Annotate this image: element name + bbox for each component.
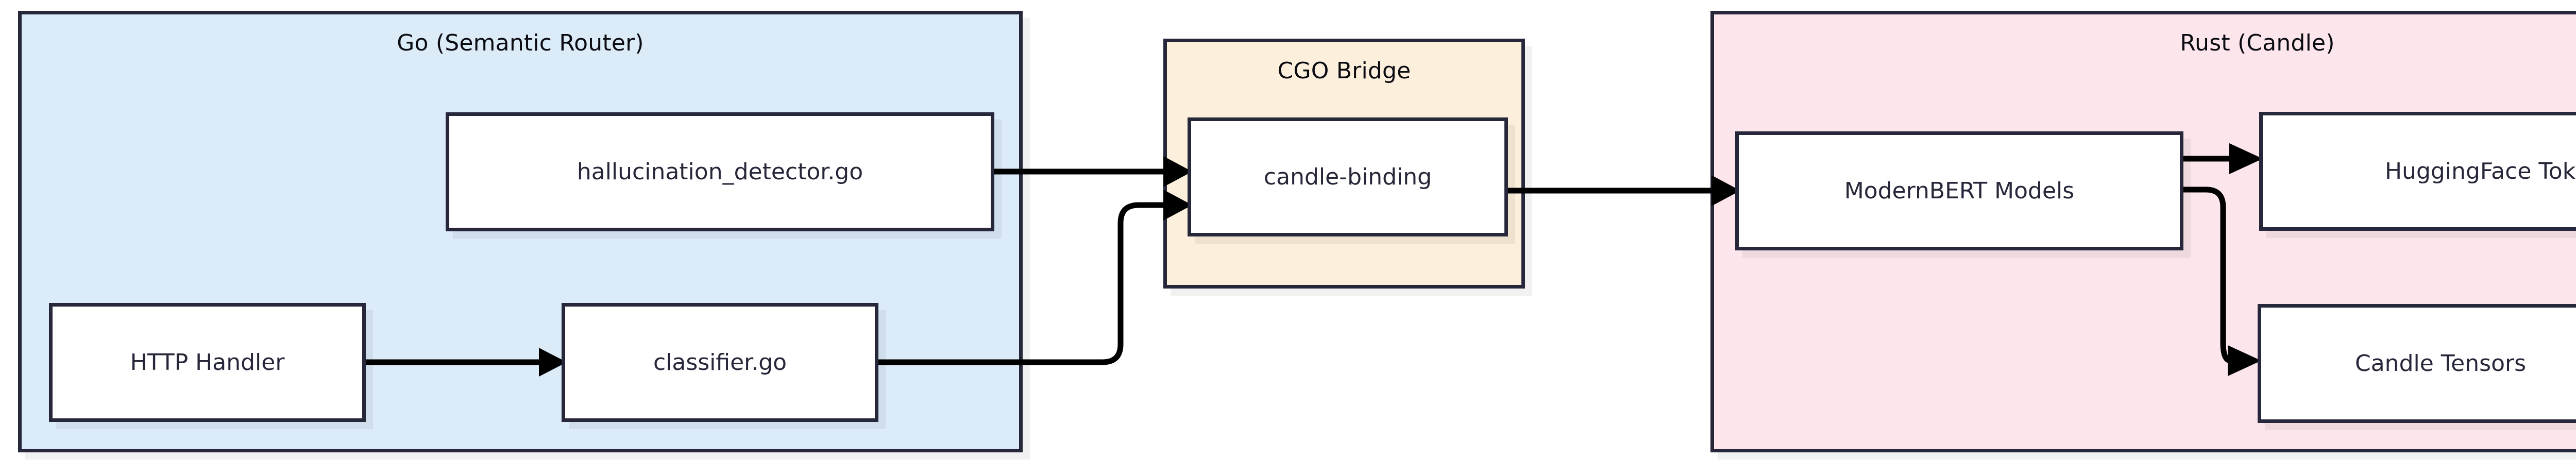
node-label-classifier-go: classifier.go	[653, 349, 787, 376]
node-label-hallucination-detector-go: hallucination_detector.go	[577, 159, 863, 185]
node-huggingface-tokenizers[interactable]: HuggingFace Tokenizers	[2259, 112, 2576, 231]
edge-halluc-to-candlebind	[994, 156, 1192, 187]
node-label-huggingface-tokenizers: HuggingFace Tokenizers	[2385, 158, 2576, 184]
edge-candlebind-to-modernbert	[1508, 175, 1740, 206]
node-modernbert-models[interactable]: ModernBERT Models	[1735, 131, 2183, 250]
node-label-candle-binding: candle-binding	[1263, 164, 1432, 190]
cluster-label-rust: Rust (Candle)	[2180, 30, 2335, 56]
cluster-label-go: Go (Semantic Router)	[397, 30, 644, 56]
cluster-label-cgo: CGO Bridge	[1277, 58, 1411, 84]
node-candle-binding[interactable]: candle-binding	[1188, 117, 1508, 236]
node-label-candle-tensors: Candle Tensors	[2355, 350, 2526, 377]
node-label-modernbert-models: ModernBERT Models	[1844, 178, 2075, 204]
node-classifier-go[interactable]: classifier.go	[562, 303, 878, 422]
node-http-handler[interactable]: HTTP Handler	[49, 303, 366, 422]
node-hallucination-detector-go[interactable]: hallucination_detector.go	[446, 112, 994, 231]
node-candle-tensors[interactable]: Candle Tensors	[2258, 304, 2576, 423]
node-label-http-handler: HTTP Handler	[130, 349, 285, 376]
